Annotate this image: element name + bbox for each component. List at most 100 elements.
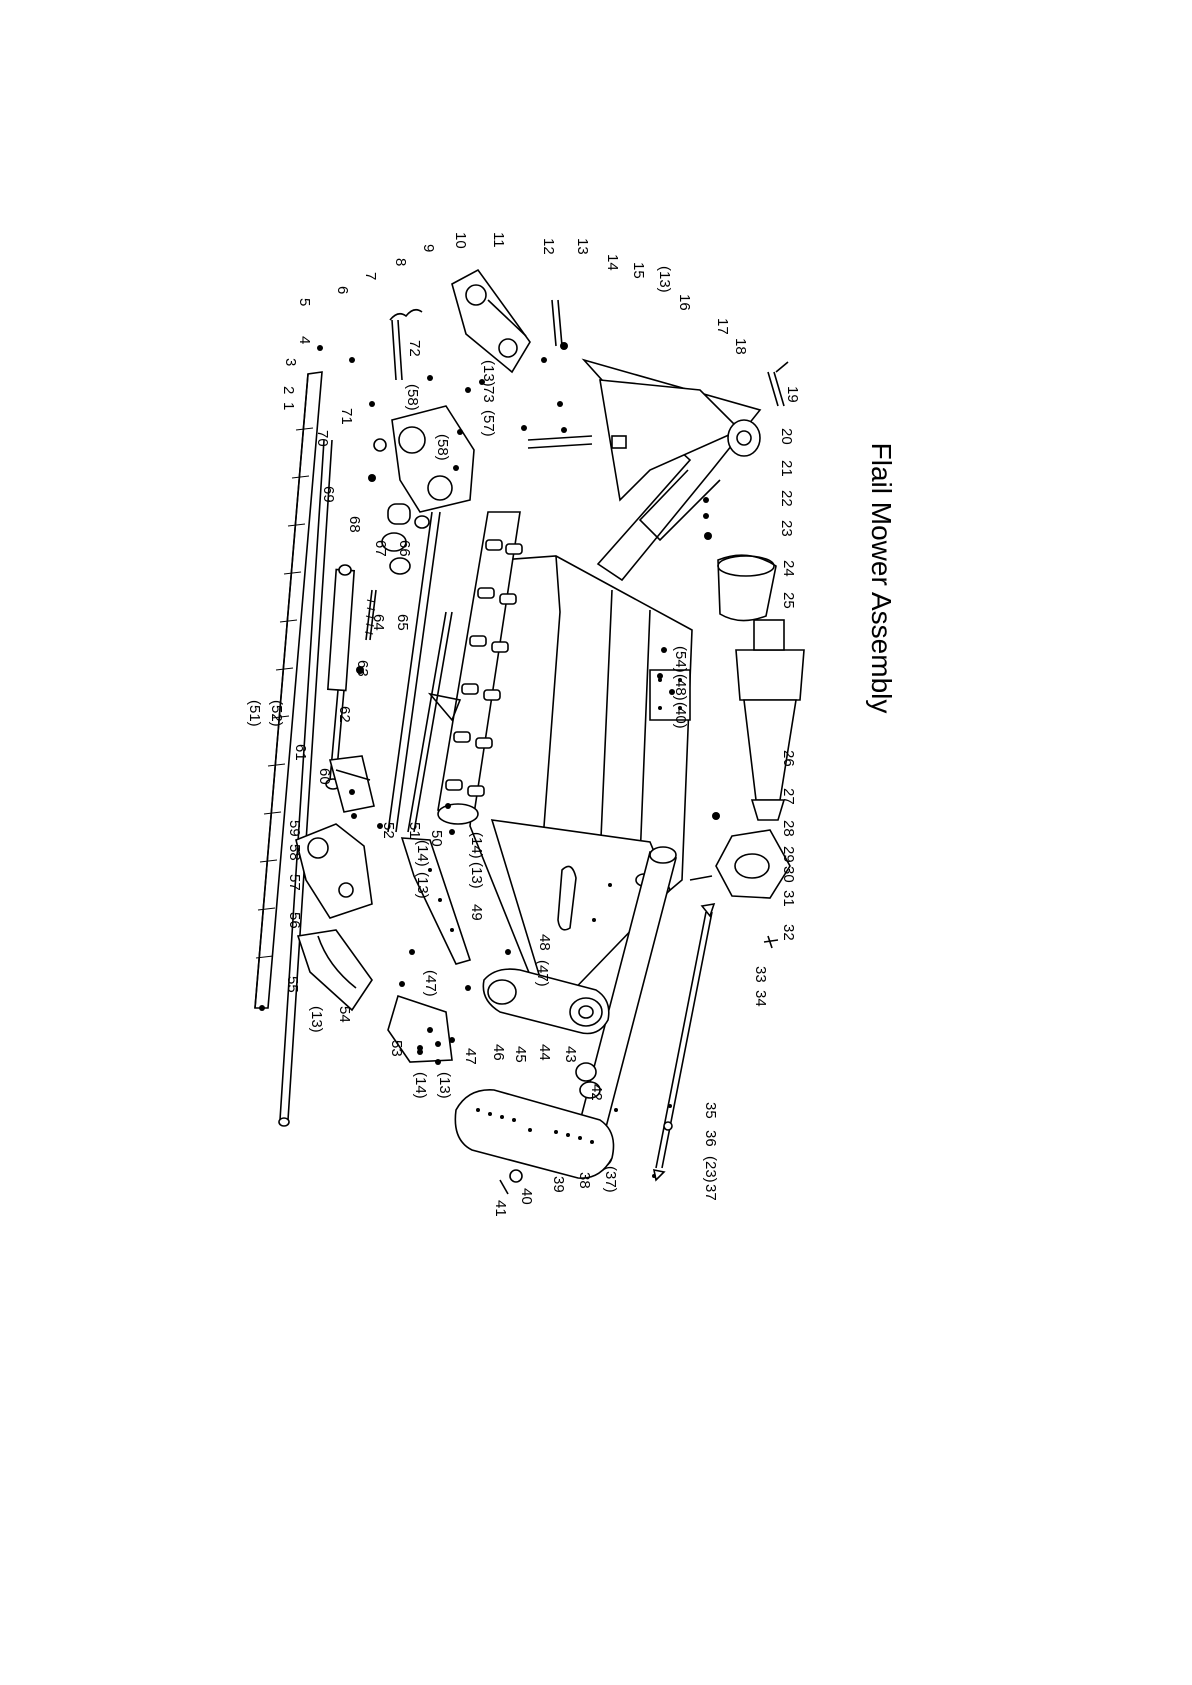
label-48: 48 [536,934,553,951]
label-48a: (48) [672,674,689,701]
label-37a: (37) [602,1166,619,1193]
label-27: 27 [780,788,797,805]
label-52a: (52) [268,700,285,727]
label-2: 2 [280,386,297,394]
part-top-pin [767,361,789,407]
part-upper-bracket [328,755,375,813]
part-threaded-rod [356,589,377,674]
label-69: 69 [320,486,337,503]
part-chain-pin [389,299,568,381]
label-13e: (13) [308,1006,325,1033]
label-7: 7 [362,272,379,280]
label-58b: (58) [404,384,421,411]
part-flail-rotor [427,511,523,825]
label-60: 60 [316,768,333,785]
label-19: 19 [784,386,801,403]
part-gearbox [735,619,805,821]
label-21: 21 [778,460,795,477]
label-67: 67 [372,540,389,557]
part-guard-bell [717,554,777,622]
label-73: 73 [480,386,497,403]
label-33: 33 [752,966,769,983]
part-skid [296,929,373,1012]
label-36: 36 [702,1130,719,1147]
label-14b: (14) [414,840,431,867]
part-belt-cover [454,1089,615,1195]
part-hitch-bracket [451,268,531,374]
label-58a: (58) [434,434,451,461]
part-a-frame [527,358,762,582]
label-64: 64 [370,614,387,631]
label-16: 16 [676,294,693,311]
label-72: 72 [406,340,423,357]
part-tensioner-plate [387,994,453,1063]
label-14c: (14) [412,1072,429,1099]
label-52: 52 [380,822,397,839]
label-32: 32 [780,924,797,941]
part-belt-pulleys [482,968,610,1082]
part-curtain-flaps [254,371,323,1011]
label-9: 9 [420,244,437,252]
label-5: 5 [296,298,313,306]
part-mount-bracket [391,405,475,513]
label-24: 24 [780,560,797,577]
label-15: 15 [630,262,647,279]
label-55: 55 [284,976,301,993]
label-18: 18 [732,338,749,355]
label-1: 1 [280,402,297,410]
label-14a: (14) [468,832,485,859]
label-57: 57 [286,874,303,891]
part-rods-left [278,439,333,1127]
part-hydraulic-cylinder [325,564,356,790]
label-50: 50 [428,830,445,847]
label-8: 8 [392,258,409,266]
label-51a: (51) [246,700,263,727]
label-63: 63 [354,660,371,677]
label-3: 3 [282,358,299,366]
label-41: 41 [492,1200,509,1217]
label-62: 62 [336,706,353,723]
label-38: 38 [576,1172,593,1189]
label-59: 59 [286,820,303,837]
label-13b: (13) [468,862,485,889]
label-30: 30 [780,866,797,883]
label-29: 29 [780,846,797,863]
label-13: 13 [574,238,591,255]
label-22: 22 [778,490,795,507]
label-53: 53 [388,1040,405,1057]
label-56: 56 [286,912,303,929]
label-49: 49 [468,904,485,921]
label-45: 45 [512,1046,529,1063]
label-65: 65 [394,614,411,631]
label-12: 12 [540,238,557,255]
label-23a: (23) [702,1156,719,1183]
label-37: 37 [702,1184,719,1201]
label-61: 61 [292,744,309,761]
label-34: 34 [752,990,769,1007]
label-44: 44 [536,1044,553,1061]
label-47: 47 [462,1048,479,1065]
label-47a: (47) [534,960,551,987]
label-43: 43 [562,1046,579,1063]
label-31: 31 [780,890,797,907]
label-6: 6 [334,286,351,294]
label-13a: (13) [656,266,673,293]
label-39: 39 [550,1176,567,1193]
part-bushings [368,438,430,575]
label-54a: (54) [672,646,689,673]
label-13f: (13) [480,360,497,387]
label-13d: (13) [436,1072,453,1099]
label-20: 20 [778,428,795,445]
label-54: 54 [336,1006,353,1023]
label-70: 70 [314,430,331,447]
label-10: 10 [452,232,469,249]
part-flange [689,829,791,949]
label-51: 51 [406,822,423,839]
label-17: 17 [714,318,731,335]
label-4: 4 [296,336,313,344]
label-40: 40 [518,1188,535,1205]
label-42: 42 [588,1084,605,1101]
label-13c: (13) [414,872,431,899]
